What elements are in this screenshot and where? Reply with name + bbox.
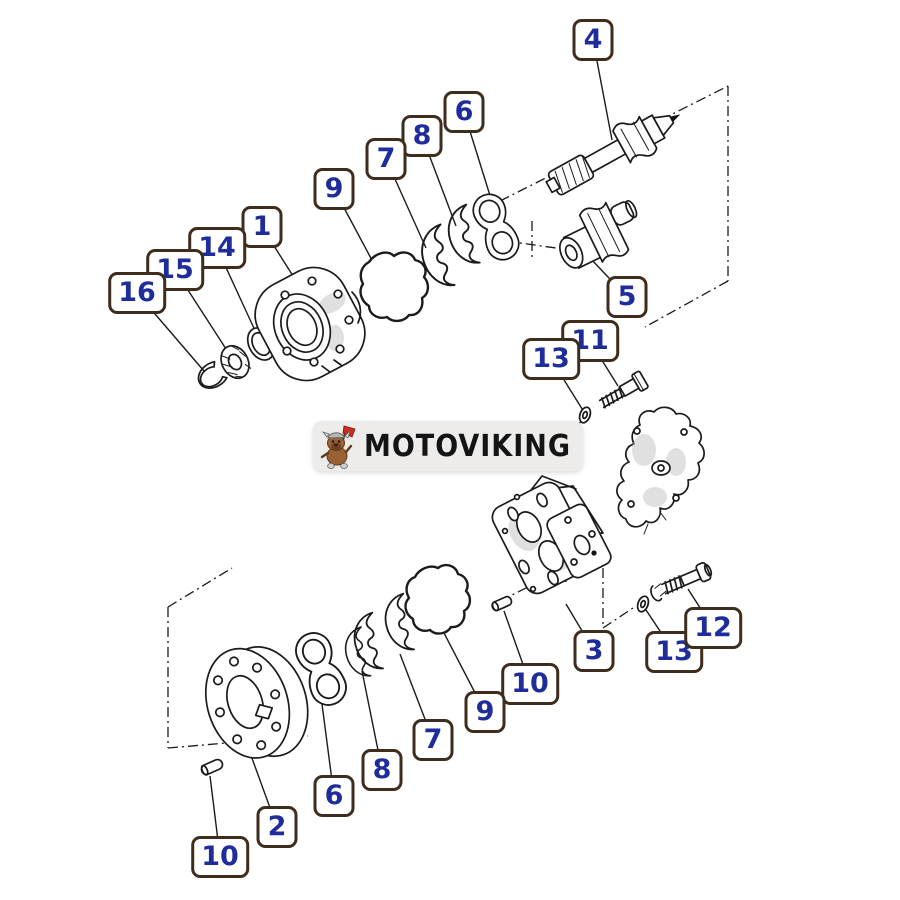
- part-pump-body-3: [491, 475, 612, 595]
- callout-14: 14: [188, 227, 246, 269]
- motoviking-logo-text: MOTOVIKING: [364, 428, 571, 464]
- part-snap-ring-16: [197, 360, 228, 389]
- callout-6: 6: [443, 91, 485, 133]
- part-rear-cover: [616, 406, 705, 535]
- callout-8: 8: [401, 115, 443, 157]
- part-drive-gear-shaft-4: [545, 114, 681, 196]
- part-washer-13-low: [636, 595, 650, 613]
- part-wavy-ring-8-bottom-b: [341, 626, 372, 681]
- callout-3: 3: [573, 630, 615, 672]
- part-washer-13-mid: [578, 406, 592, 424]
- part-gasket-9-top: [359, 251, 430, 323]
- part-gasket-9-bottom: [404, 563, 472, 635]
- part-fig8-gasket-6-top: [467, 188, 525, 266]
- callout-8-b: 8: [361, 749, 403, 791]
- part-driven-gear-5: [559, 199, 638, 269]
- part-wavy-ring-8-bottom: [349, 611, 384, 674]
- callout-9-b: 9: [464, 691, 506, 733]
- part-front-flange-1: [254, 266, 366, 382]
- part-pin-10-bottom: [200, 758, 224, 776]
- part-bolt-12: [650, 561, 713, 602]
- callout-10-b: 10: [191, 836, 249, 878]
- callout-9: 9: [313, 168, 355, 210]
- callout-4: 4: [572, 19, 614, 61]
- callout-5: 5: [606, 276, 648, 318]
- part-pin-10-right: [491, 595, 513, 612]
- callout-6-b: 6: [313, 775, 355, 817]
- motoviking-mascot-icon: [320, 425, 356, 469]
- callout-12: 12: [684, 607, 742, 649]
- callout-10: 10: [501, 663, 559, 705]
- part-bearing-15: [220, 344, 252, 380]
- callout-7-b: 7: [412, 719, 454, 761]
- callout-13: 13: [522, 338, 580, 380]
- callout-2: 2: [256, 806, 298, 848]
- callout-16: 16: [108, 272, 166, 314]
- callout-7: 7: [365, 138, 407, 180]
- part-rear-flange-2: [204, 646, 309, 759]
- callout-1: 1: [241, 206, 283, 248]
- motoviking-watermark: MOTOVIKING: [313, 421, 583, 471]
- part-bolt-11: [598, 370, 649, 409]
